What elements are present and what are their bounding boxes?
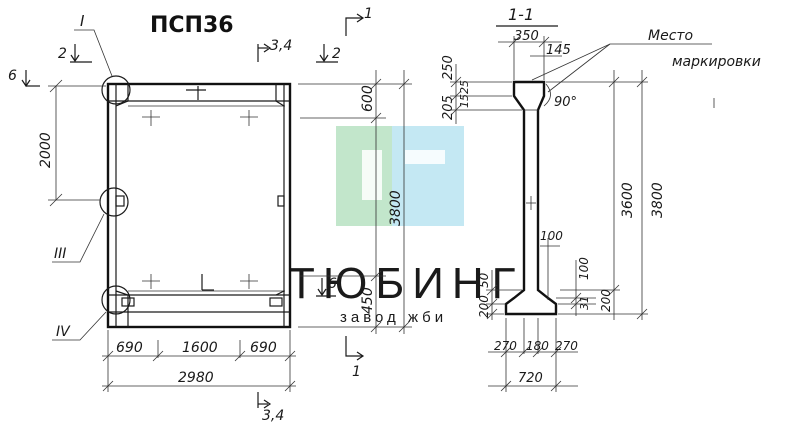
right-mid-plate — [277, 195, 285, 207]
angle-label: 90° — [554, 95, 577, 110]
section-mark-1-bottom — [345, 336, 362, 357]
section-mark-2-mid-label: 2 — [332, 46, 341, 62]
section-mark-6-left-label: 6 — [8, 68, 17, 84]
dim-600-label: 600 — [360, 85, 376, 112]
haunch-bottom-right — [275, 290, 285, 296]
section-dim-270-left-label: 270 — [494, 339, 517, 353]
section-mark-34-top-label: 3,4 — [270, 38, 292, 54]
section-mark-1-bottom-label: 1 — [352, 364, 361, 380]
dim-3800-front-label: 3800 — [388, 190, 404, 226]
watermark-logo-gap — [362, 150, 382, 200]
watermark-logo-gap2 — [405, 150, 445, 164]
front-view: I III IV 2 6 3,4 3,4 1 1 2 6 — [8, 6, 412, 424]
section-dim-145-label: 145 — [546, 43, 571, 58]
section-dim-100-top-label: 100 — [540, 229, 563, 243]
section-dim-270-right-label: 270 — [555, 339, 578, 353]
watermark-slogan: завод жби — [340, 309, 447, 326]
left-mid-plate — [115, 195, 125, 207]
section-dim-205-label: 205 — [441, 95, 456, 120]
haunch-bottom-left — [115, 290, 129, 327]
haunch-top-right — [275, 84, 285, 107]
dim-1600-label: 1600 — [182, 340, 218, 356]
dim-front-right — [298, 70, 412, 334]
dim-2000-label: 2000 — [38, 132, 54, 168]
detail-circle-iv — [101, 285, 131, 315]
section-dim-50-label: 50 — [477, 272, 491, 288]
callout-i: I — [80, 12, 85, 30]
detail-circle-i — [101, 75, 131, 105]
marking-label-line1: Место — [648, 28, 693, 44]
section-dim-720-label: 720 — [518, 371, 543, 386]
section-mark-1-top — [345, 17, 362, 36]
section-dim-foot-left — [486, 270, 522, 320]
leader-iii — [52, 213, 105, 263]
section-mark-34-bottom-label: 3,4 — [262, 408, 284, 424]
watermark-brand: ТЮБИНГ — [288, 259, 523, 308]
section-dim-foot-right — [540, 238, 596, 316]
section-dim-15-label: 15 — [458, 94, 471, 108]
angle-arc — [543, 83, 551, 107]
dim-690-left-label: 690 — [116, 340, 143, 356]
dim-2000 — [48, 79, 106, 207]
dim-2980-label: 2980 — [178, 370, 214, 386]
panel-outline — [106, 82, 292, 329]
section-dim-bottom — [488, 318, 578, 392]
section-dim-left — [450, 64, 522, 124]
section-dim-250-label: 250 — [441, 55, 456, 80]
bottom-plate-right — [269, 297, 283, 307]
axis-cross-marks — [142, 110, 258, 289]
page-title: ПСП36 — [150, 13, 234, 38]
haunch-top-left — [115, 84, 129, 107]
leader-iv — [52, 311, 107, 341]
section-mark-1-top-label: 1 — [364, 6, 373, 22]
callout-iii: III — [54, 246, 66, 262]
section-profile — [504, 80, 558, 316]
watermark: ТЮБИНГ завод жби — [288, 126, 523, 326]
dim-690-right-label: 690 — [250, 340, 277, 356]
marking-label-line2: маркировки — [672, 54, 761, 70]
section-view: 1-1 350 145 250 205 25 — [441, 5, 761, 392]
section-dim-180-label: 180 — [526, 339, 549, 353]
callout-iv: IV — [56, 324, 71, 340]
section-dim-200-left-label: 200 — [477, 295, 491, 318]
section-dim-right — [546, 70, 648, 320]
dim-450-label: 450 — [360, 287, 376, 314]
leader-i — [74, 29, 113, 77]
section-title: 1-1 — [508, 5, 534, 24]
dim-bottom-chain — [102, 330, 296, 392]
section-dim-3800-label: 3800 — [650, 182, 666, 218]
detail-circle-iii — [99, 187, 129, 217]
section-dim-100-mid-label: 100 — [577, 257, 591, 280]
section-dim-200-right-label: 200 — [599, 289, 613, 312]
section-dim-25-label: 25 — [458, 80, 471, 94]
section-dim-3600-label: 3600 — [620, 182, 636, 218]
section-mark-2-left-label: 2 — [58, 46, 67, 62]
section-dim-31-label: 31 — [578, 296, 591, 310]
section-dim-top — [498, 36, 562, 80]
section-dim-350-label: 350 — [514, 29, 539, 44]
marking-leader-arm — [547, 43, 611, 93]
bottom-plate-left — [121, 297, 135, 307]
section-mark-6-mid-label: 6 — [328, 276, 337, 292]
